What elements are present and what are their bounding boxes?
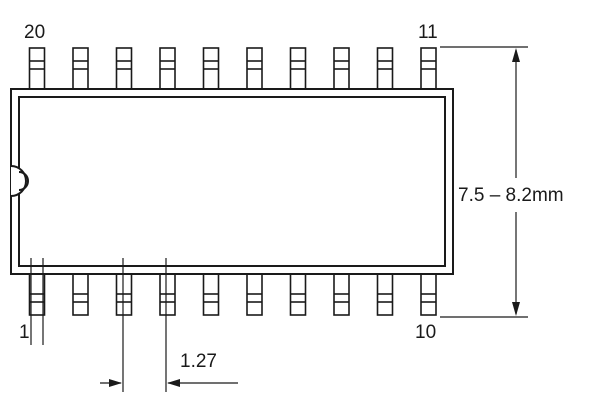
pin-bottom-4: [159, 273, 176, 316]
pin-top-20: [28, 47, 46, 90]
pin1-notch-inner: [18, 171, 29, 191]
pin-top-11: [420, 47, 437, 90]
pin-top-17: [159, 47, 176, 90]
pin-top-14: [289, 47, 307, 90]
pin-top-18: [115, 47, 133, 90]
pin-bottom-3: [115, 273, 133, 316]
pin-bottom-6: [246, 273, 263, 316]
pin-pitch-dimension: [30, 258, 238, 392]
pin-top-19: [72, 47, 89, 90]
pin-bottom-10: [420, 273, 437, 316]
pitch-arrow-right: [167, 379, 180, 387]
body-width-label: 7.5 – 8.2mm: [458, 185, 564, 206]
pin-top-16: [202, 47, 220, 90]
pin-label-1: 1: [19, 322, 30, 343]
pin-bottom-8: [333, 273, 350, 316]
bottom-pin-row: [28, 273, 437, 316]
pin-label-10: 10: [415, 322, 436, 343]
top-pin-row: [28, 47, 437, 90]
pin-pitch-label: 1.27: [180, 351, 217, 372]
width-arrow-top: [512, 48, 520, 62]
pin-top-15: [246, 47, 263, 90]
pin-top-12: [376, 47, 394, 90]
pin-bottom-2: [72, 273, 89, 316]
package-body: [10, 88, 454, 275]
pin-bottom-1: [28, 273, 46, 316]
package-body-inner: [18, 96, 446, 267]
pin-top-13: [333, 47, 350, 90]
pin-label-20: 20: [24, 22, 45, 43]
pin-bottom-9: [376, 273, 394, 316]
pitch-arrow-left: [109, 379, 122, 387]
pin-bottom-7: [289, 273, 307, 316]
body-width-dimension: [440, 46, 528, 318]
pin-bottom-5: [202, 273, 220, 316]
pin-label-11: 11: [418, 22, 438, 43]
width-arrow-bottom: [512, 302, 520, 316]
